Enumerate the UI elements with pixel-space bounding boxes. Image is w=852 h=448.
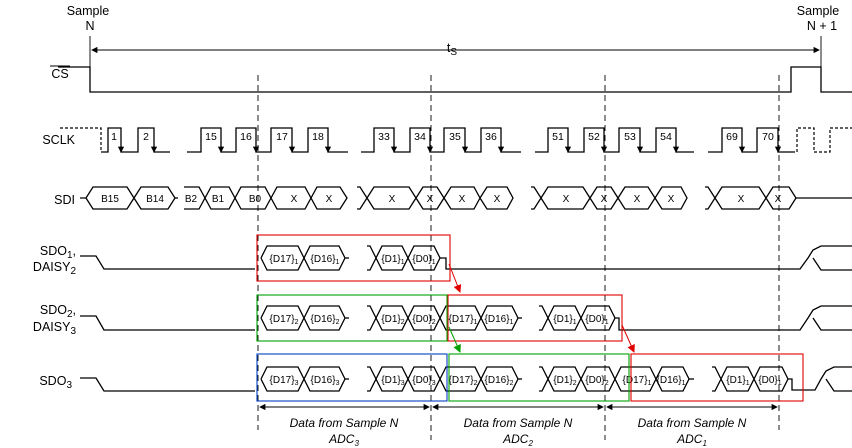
adc3-caption-line1: Data from Sample N — [290, 416, 399, 430]
adc3-frame-sdo3 — [256, 353, 448, 402]
sclk-pulse-number: 18 — [312, 131, 324, 143]
sdi-bit-label: B14 — [146, 194, 164, 205]
sample-n-label-line2: N — [85, 19, 94, 33]
sample-n-label-line1: Sample — [67, 4, 109, 18]
adc1-shift-arrow-2 — [621, 324, 635, 353]
adc2-caption-line1: Data from Sample N — [464, 416, 573, 430]
sdo3-data-label: {D16}2 — [485, 375, 514, 387]
sdi-bit-label: X — [326, 194, 333, 205]
sdi-bit-label: B2 — [185, 194, 198, 205]
adc2-shift-arrow — [448, 326, 461, 353]
sdo1-cell-labels: {D17}1 {D16}1 {D1}1 {D0}1 — [270, 254, 436, 266]
sdo2-data-label: {D0}2 — [412, 314, 435, 326]
sclk-pulse-number: 1 — [111, 131, 117, 143]
sdo3-data-label: {D0}2 — [585, 375, 608, 387]
sclk-pulse-number: 53 — [624, 131, 636, 143]
sdo3-data-label: {D17}3 — [270, 375, 299, 387]
sdi-bus — [80, 186, 852, 210]
sdo3-data-label: {D16}1 — [657, 375, 686, 387]
sdo3-waveform — [80, 366, 852, 392]
data-frames — [256, 234, 804, 402]
sclk-pulse-numbers: 1 2 15 16 17 18 33 34 35 36 51 52 53 54 … — [111, 131, 774, 143]
signal-daisy3-label: DAISY3 — [33, 320, 77, 337]
adc2-frame-sdo3 — [448, 353, 630, 402]
sdi-bit-label: X — [494, 194, 501, 205]
sclk-pulse-number: 16 — [240, 131, 252, 143]
sdo2-data-label: {D17}2 — [270, 314, 299, 326]
sdo3-data-label: {D17}2 — [449, 375, 478, 387]
cs-waveform — [58, 66, 852, 93]
sdi-bit-label: X — [775, 194, 782, 205]
adc1-caption-line1: Data from Sample N — [638, 416, 747, 430]
sdi-bit-label: X — [563, 194, 570, 205]
sdo2-waveform — [80, 305, 852, 331]
signal-daisy2-label: DAISY2 — [33, 260, 77, 277]
sclk-pulse-number: 35 — [449, 131, 461, 143]
adc1-frame-sdo1 — [256, 234, 451, 282]
sdo3-data-label: {D0}1 — [758, 375, 781, 387]
adc1-frame-sdo2 — [447, 294, 623, 342]
sdo2-data-label: {D17}1 — [449, 314, 478, 326]
sdo1-data-label: {D16}1 — [311, 254, 340, 266]
sdo2-data-label: {D0}1 — [585, 314, 608, 326]
sdo3-cell-labels: {D17}3 {D16}3 {D1}3 {D0}3 {D17}2 {D16}2 … — [270, 375, 782, 387]
sdi-bit-label: X — [459, 194, 466, 205]
sclk-falling-edge-arrows — [117, 138, 782, 153]
sclk-pulse-number: 54 — [660, 131, 672, 143]
sample-n1-label-line1: Sample — [797, 4, 839, 18]
sclk-pulse-number: 51 — [552, 131, 564, 143]
sdi-bit-label: X — [601, 194, 608, 205]
signal-sdo2-label: SDO2, — [40, 303, 76, 320]
sdi-bit-label: X — [291, 194, 298, 205]
sclk-pulse-number: 17 — [276, 131, 288, 143]
signal-sclk-label: SCLK — [42, 133, 75, 147]
sdi-bit-label: B0 — [249, 194, 262, 205]
sdo2-data-label: {D1}1 — [553, 314, 576, 326]
sclk-pulse-number: 70 — [762, 131, 774, 143]
adc1-shift-arrow-1 — [448, 263, 462, 293]
sample-n1-label-line2: N + 1 — [807, 19, 837, 33]
sdo2-data-label: {D16}2 — [311, 314, 340, 326]
sclk-pulse-number: 69 — [726, 131, 738, 143]
sdi-bit-label: X — [738, 194, 745, 205]
sdo3-data-label: {D1}2 — [553, 375, 576, 387]
sdo1-waveform — [80, 245, 852, 271]
sdo3-data-label: {D0}3 — [412, 375, 435, 387]
signal-sdo1-label: SDO1, — [40, 244, 76, 261]
sclk-pulse-number: 33 — [378, 131, 390, 143]
adc2-caption-line2: ADC2 — [502, 432, 533, 448]
signal-sdo3-label: SDO3 — [39, 374, 72, 391]
sdo3-data-label: {D17}1 — [623, 375, 652, 387]
adc1-frame-sdo3 — [630, 353, 804, 402]
sdi-bit-label: X — [668, 194, 675, 205]
sdi-bit-label: B15 — [101, 194, 119, 205]
sclk-pulse-number: 34 — [414, 131, 426, 143]
sdo2-data-label: {D1}2 — [381, 314, 404, 326]
sclk-pulse-number: 2 — [143, 131, 149, 143]
sdo2-cell-labels: {D17}2 {D16}2 {D1}2 {D0}2 {D17}1 {D16}1 … — [270, 314, 609, 326]
sdo3-data-label: {D16}3 — [311, 375, 340, 387]
sdi-bit-label: X — [427, 194, 434, 205]
sdo3-data-label: {D1}3 — [381, 375, 404, 387]
sdo3-data-label: {D1}1 — [726, 375, 749, 387]
sclk-waveform — [60, 127, 852, 153]
sdi-cell-labels: B15 B14 B2 B1 B0 X X X X X X X X X X X X — [101, 194, 782, 205]
sdo1-data-label: {D1}1 — [381, 254, 404, 266]
sdi-bit-label: X — [389, 194, 396, 205]
sdi-bit-label: X — [634, 194, 641, 205]
signal-sdi-label: SDI — [54, 193, 75, 207]
sdi-bit-label: B1 — [212, 194, 225, 205]
signal-cs-label: CS — [51, 67, 68, 81]
sclk-pulse-number: 15 — [205, 131, 217, 143]
sdo1-data-label: {D0}1 — [412, 254, 435, 266]
sclk-pulse-number: 52 — [588, 131, 600, 143]
adc2-frame-sdo2 — [256, 294, 448, 342]
sdo1-data-label: {D17}1 — [270, 254, 299, 266]
adc3-caption-line2: ADC3 — [328, 432, 359, 448]
period-label: tS — [447, 41, 457, 58]
sclk-pulse-number: 36 — [485, 131, 497, 143]
sdo2-data-label: {D16}1 — [485, 314, 514, 326]
adc1-caption-line2: ADC1 — [676, 432, 707, 448]
